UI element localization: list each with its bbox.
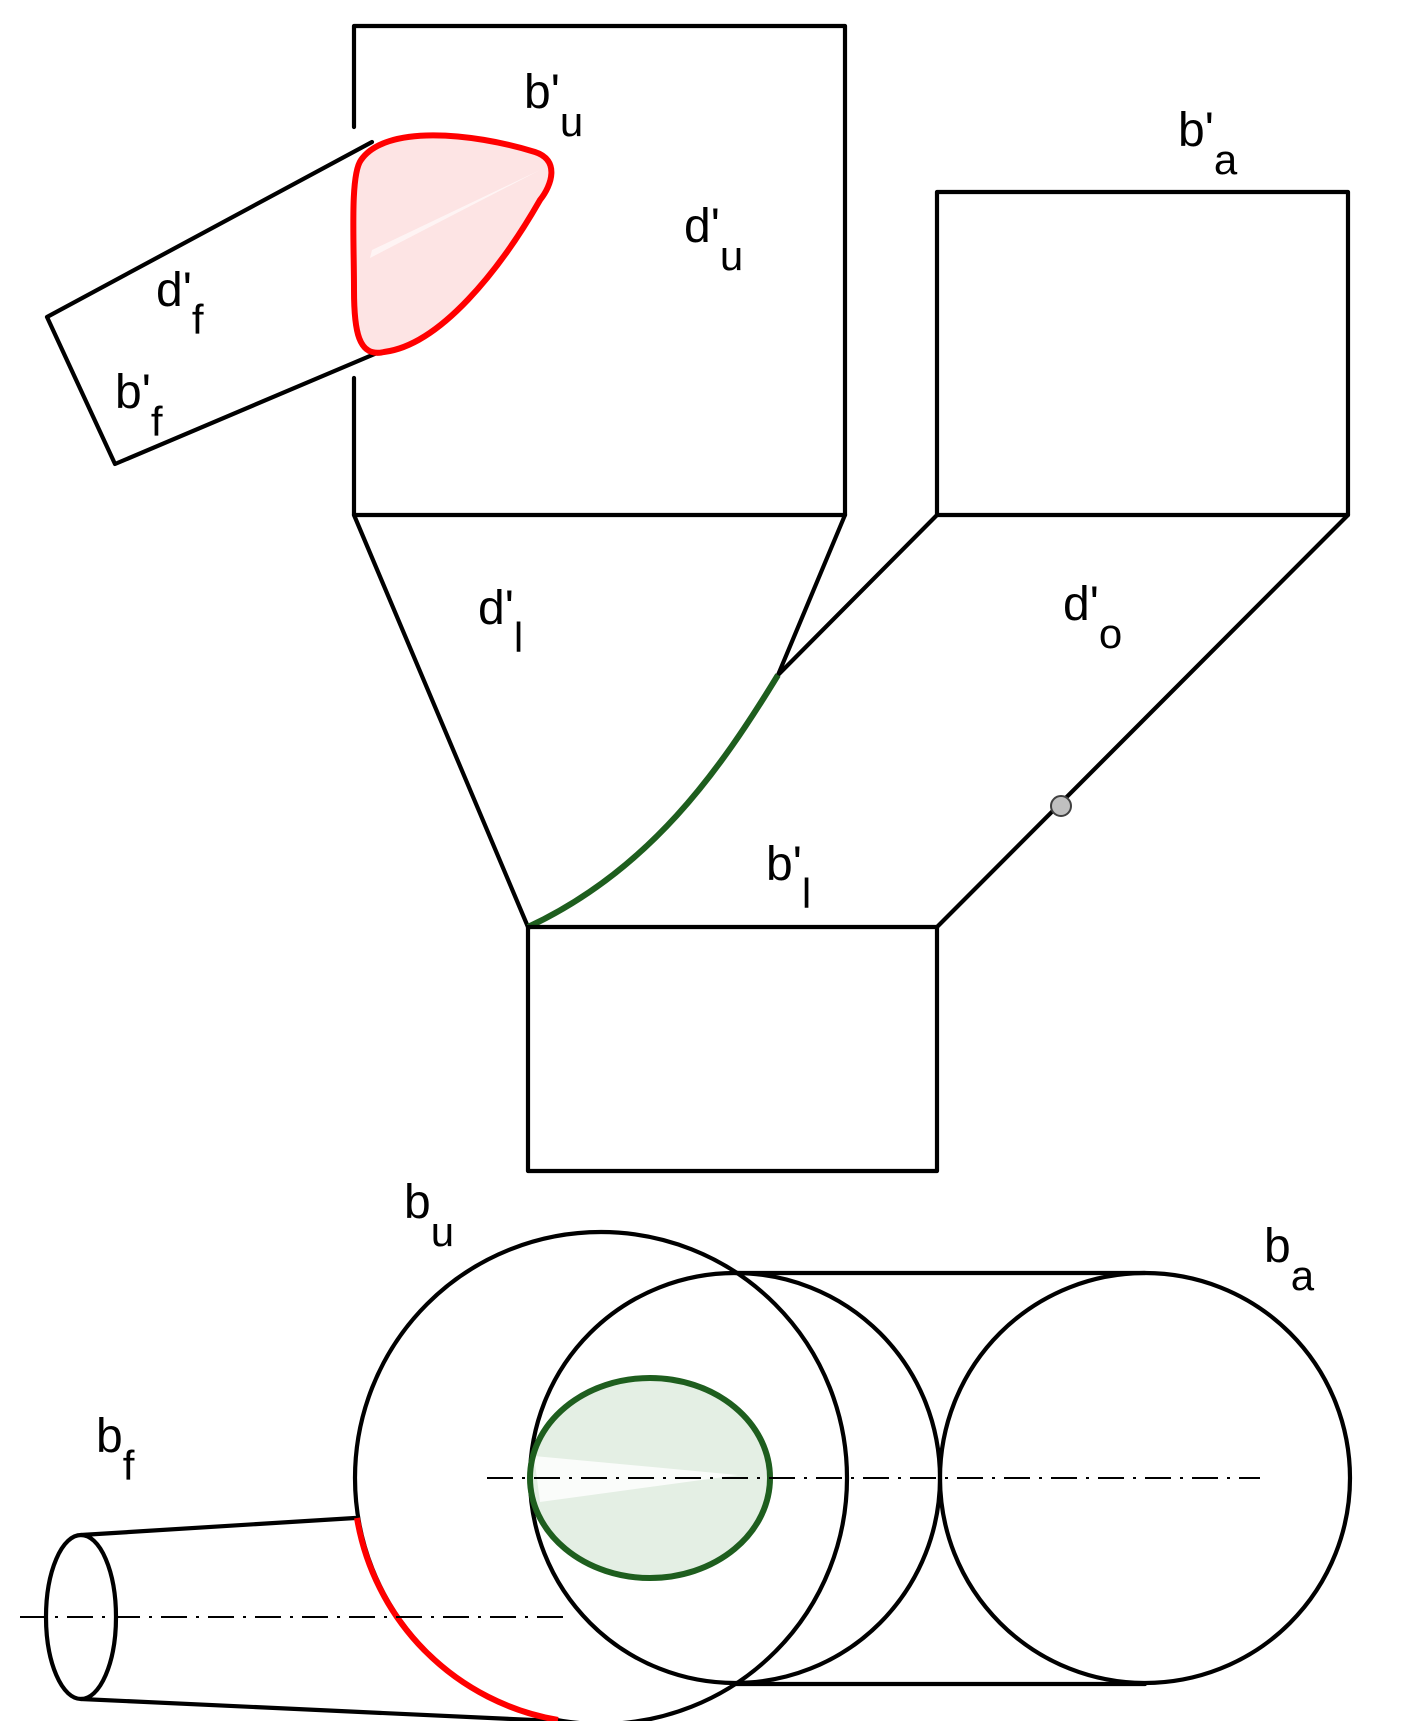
red-intersection-arc xyxy=(354,1517,559,1721)
label-df-prime: d'f xyxy=(156,264,204,343)
right-cylinder-top-circle xyxy=(937,1270,1353,1686)
side-cylinder-front-outline xyxy=(44,139,387,467)
labels: b'u d'u b'a d'f b'f d'l d'o b'l bu ba bf xyxy=(96,66,1315,1489)
label-bf: bf xyxy=(96,1410,135,1489)
label-ba-prime: b'a xyxy=(1178,104,1238,183)
marked-point xyxy=(1050,795,1072,817)
label-ba: ba xyxy=(1264,1220,1315,1299)
right-cylinder-front-outline xyxy=(934,189,1351,518)
label-do-prime: d'o xyxy=(1063,578,1122,657)
red-intersection-region xyxy=(353,135,552,353)
label-du-prime: d'u xyxy=(684,200,743,279)
label-bu: bu xyxy=(404,1176,454,1255)
oblique-cylinder-right-edge xyxy=(934,512,1351,930)
side-cylinder-bottom-edge xyxy=(78,1696,558,1721)
red-fill-highlight xyxy=(370,170,540,258)
cone-left-edge xyxy=(351,512,531,930)
lower-cylinder-front-outline xyxy=(525,924,940,1174)
label-bl-prime: b'l xyxy=(766,838,811,917)
red-intersection-curve xyxy=(350,132,555,356)
label-bu-prime: b'u xyxy=(524,66,583,145)
upper-cylinder-top-circle xyxy=(352,1229,850,1721)
upper-cylinder-left-edge-top xyxy=(351,23,848,518)
label-dl-prime: d'l xyxy=(478,582,523,661)
green-intersection-curve-front xyxy=(526,673,781,930)
top-view xyxy=(20,1229,1353,1721)
oblique-cylinder-left-edge xyxy=(775,512,940,678)
front-view xyxy=(44,23,1351,1174)
side-cylinder-top-edge xyxy=(78,1515,358,1538)
cone-right-edge xyxy=(775,512,848,678)
label-bf-prime: b'f xyxy=(115,366,163,445)
